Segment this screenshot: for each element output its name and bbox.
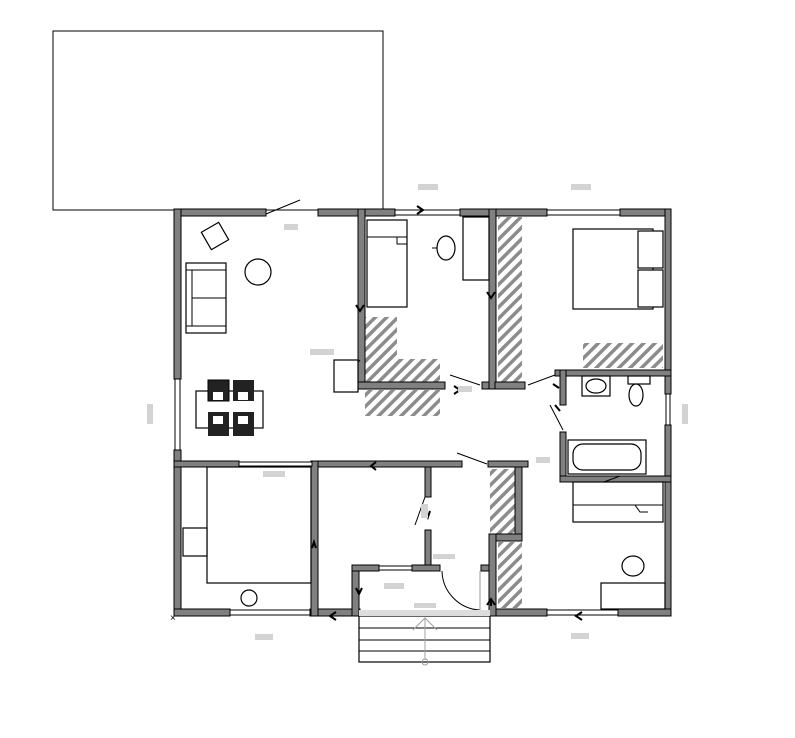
entry-arrow-icon [412,617,438,666]
doors[interactable] [265,199,621,611]
bed-icon [366,219,408,308]
windows[interactable] [174,209,671,616]
desk-chair-icon [432,235,456,261]
walls [173,208,672,617]
toilet-icon [627,375,651,407]
counter-icon [206,466,312,584]
desk-icon [462,216,490,281]
round-table-icon [244,258,272,286]
arrow-icons [311,205,583,621]
corner-marker: × [170,613,176,624]
site-outline-box[interactable] [52,30,384,211]
armchair-icon [200,221,230,251]
furniture [182,216,666,610]
bed-icon-2 [572,481,664,523]
desk-chair-icon-2 [621,555,645,577]
dining-table-icon [195,379,264,436]
bathtub-icon [567,439,647,475]
desk-icon-2 [600,582,666,610]
sink-icon [581,375,611,397]
hatched-areas [365,217,663,608]
double-bed-icon [572,228,664,310]
stove-icon [182,527,208,557]
sofa-icon [185,262,227,334]
washbasin-icon [240,589,258,607]
room-label-placeholders [147,184,688,640]
entry-stairs[interactable] [358,610,491,666]
